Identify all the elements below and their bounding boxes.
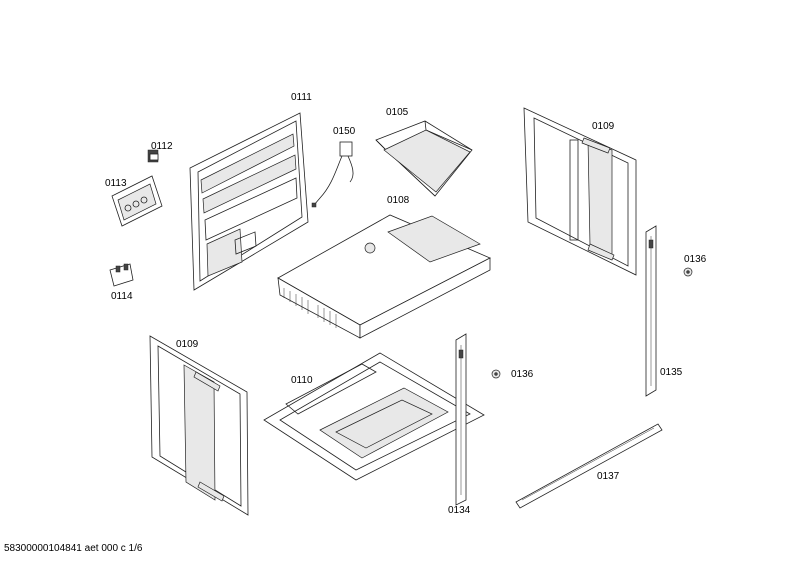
part-0136-screw-middle (491, 369, 501, 379)
part-0134-rail (455, 333, 467, 506)
part-0109-side-panel-right (523, 107, 637, 276)
part-0111-back-panel (189, 112, 309, 291)
part-0114-clip (109, 263, 134, 287)
part-0108-top-housing (277, 214, 491, 339)
label-0134: 0134 (448, 505, 471, 516)
label-0109-left: 0109 (176, 339, 199, 350)
label-0114: 0114 (111, 291, 133, 302)
document-footer: 58300000104841 aet 000 c 1/6 (4, 543, 143, 554)
part-0150-cable-harness (311, 141, 354, 208)
part-0105-cover (375, 120, 473, 197)
label-0150: 0150 (333, 126, 356, 137)
label-0136-middle: 0136 (511, 369, 534, 380)
label-0136-right: 0136 (684, 254, 707, 265)
label-0137: 0137 (597, 471, 620, 482)
label-0135: 0135 (660, 367, 683, 378)
part-0110-bottom-tray (263, 352, 485, 481)
part-0135-rail (645, 225, 657, 397)
part-0136-screw-right (683, 267, 693, 277)
label-0109-right: 0109 (592, 121, 615, 132)
part-0137-bar (515, 423, 663, 509)
part-0113-terminal-block (111, 175, 163, 227)
label-0108: 0108 (387, 195, 410, 206)
label-0112: 0112 (151, 141, 173, 152)
label-0105: 0105 (386, 107, 409, 118)
part-0109-side-panel-left (149, 335, 249, 516)
label-0110: 0110 (291, 375, 313, 386)
label-0111: 0111 (291, 92, 312, 103)
part-0112-connector (147, 149, 159, 163)
label-0113: 0113 (105, 178, 127, 189)
